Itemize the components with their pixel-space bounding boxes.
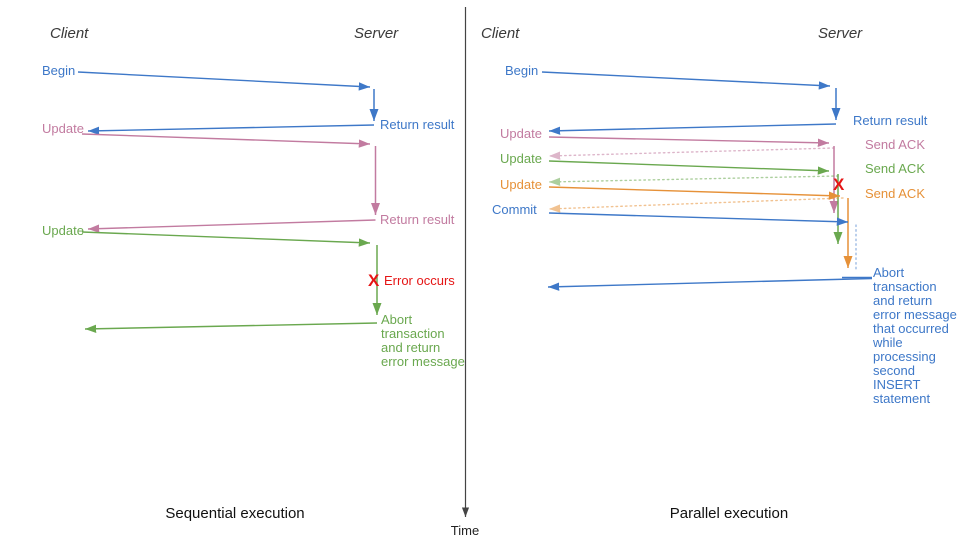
par-return-result-label: Return result bbox=[853, 113, 928, 128]
par-abort-return-arrow bbox=[547, 277, 873, 291]
seq-abort-line: and return bbox=[381, 340, 441, 355]
seq-caption: Sequential execution bbox=[165, 505, 305, 522]
par-abort-line: and return bbox=[873, 293, 933, 308]
par-send-ack-2-dotted-arrow bbox=[548, 175, 839, 186]
par-update-2-label: Update bbox=[500, 151, 542, 166]
par-abort-line: that occurred bbox=[873, 321, 949, 336]
par-abort-line: INSERT bbox=[873, 377, 921, 392]
seq-update-1-arrow bbox=[81, 133, 371, 148]
seq-update-2-arrow bbox=[81, 231, 371, 247]
par-client-header: Client bbox=[481, 25, 520, 42]
seq-server-header: Server bbox=[354, 25, 399, 42]
par-abort-line: Abort bbox=[873, 265, 905, 280]
par-send-ack-1-dotted-arrow bbox=[548, 147, 835, 160]
seq-return-result-1-arrow bbox=[87, 124, 375, 135]
par-return-result-arrow bbox=[548, 123, 837, 135]
seq-abort-line: transaction bbox=[381, 326, 445, 341]
seq-return-result-2-arrow bbox=[87, 219, 376, 233]
par-server-header: Server bbox=[818, 25, 863, 42]
par-send-ack-2-label: Send ACK bbox=[865, 161, 925, 176]
par-commit-arrow bbox=[548, 212, 849, 226]
seq-error-x-icon: X bbox=[368, 271, 380, 290]
seq-error-label: Error occurs bbox=[384, 273, 455, 288]
seq-return-result-1-label: Return result bbox=[380, 117, 455, 132]
par-begin-arrow bbox=[541, 71, 831, 90]
seq-update-2-label: Update bbox=[42, 223, 84, 238]
par-update-1-arrow bbox=[548, 136, 830, 147]
par-abort-message: Abort transaction and return error messa… bbox=[873, 266, 957, 406]
par-update-1-label: Update bbox=[500, 126, 542, 141]
par-abort-line: second bbox=[873, 363, 915, 378]
par-caption: Parallel execution bbox=[669, 505, 789, 522]
time-axis-label: Time bbox=[450, 523, 480, 538]
seq-abort-return-arrow bbox=[84, 322, 378, 333]
par-update-2-arrow bbox=[548, 160, 830, 175]
seq-abort-line: Abort bbox=[381, 312, 413, 327]
seq-abort-line: error message bbox=[381, 354, 465, 369]
par-update-3-arrow bbox=[548, 186, 841, 200]
seq-begin-label: Begin bbox=[42, 63, 76, 78]
seq-return-result-2-label: Return result bbox=[380, 212, 455, 227]
par-send-ack-3-label: Send ACK bbox=[865, 186, 925, 201]
par-abort-line: while bbox=[873, 335, 903, 350]
par-error-x-icon: X bbox=[833, 175, 845, 194]
par-abort-line: processing bbox=[873, 349, 936, 364]
seq-abort-message: Abort transaction and return error messa… bbox=[381, 313, 465, 369]
par-send-ack-1-label: Send ACK bbox=[865, 137, 925, 152]
par-abort-line: statement bbox=[873, 391, 931, 406]
par-begin-label: Begin bbox=[505, 63, 539, 78]
par-send-ack-3-dotted-arrow bbox=[548, 197, 844, 213]
par-abort-line: error message bbox=[873, 307, 957, 322]
par-commit-label: Commit bbox=[492, 202, 537, 217]
par-abort-line: transaction bbox=[873, 279, 937, 294]
seq-client-header: Client bbox=[50, 25, 89, 42]
seq-update-1-label: Update bbox=[42, 121, 84, 136]
seq-begin-arrow bbox=[77, 71, 371, 91]
par-update-3-label: Update bbox=[500, 177, 542, 192]
